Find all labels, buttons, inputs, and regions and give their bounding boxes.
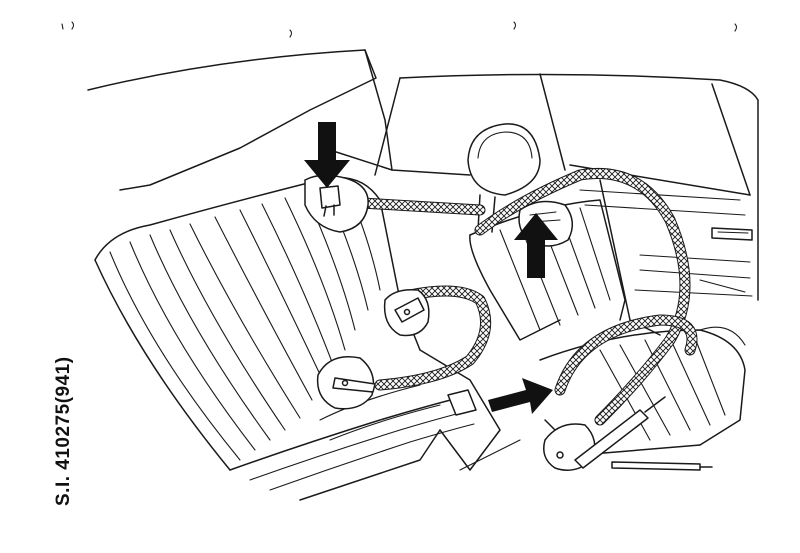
upper-anchor-arrow xyxy=(304,122,350,188)
headrest-anchor-arrow xyxy=(514,213,558,278)
reference-code: S.I. 410275(941) xyxy=(53,356,74,506)
buckle-anchor-arrow xyxy=(488,378,553,414)
rear-seat-back xyxy=(94,176,421,471)
center-console xyxy=(419,349,521,471)
anchor-detail-upper xyxy=(304,174,369,233)
seatbelt-webbing xyxy=(339,168,698,426)
buckle-detail xyxy=(316,356,376,410)
anchor-detail-rear xyxy=(383,288,430,337)
screwdriver-tool xyxy=(574,396,713,471)
car-body-outline xyxy=(87,49,759,336)
scan-marks xyxy=(61,21,738,38)
headrest xyxy=(467,123,541,233)
